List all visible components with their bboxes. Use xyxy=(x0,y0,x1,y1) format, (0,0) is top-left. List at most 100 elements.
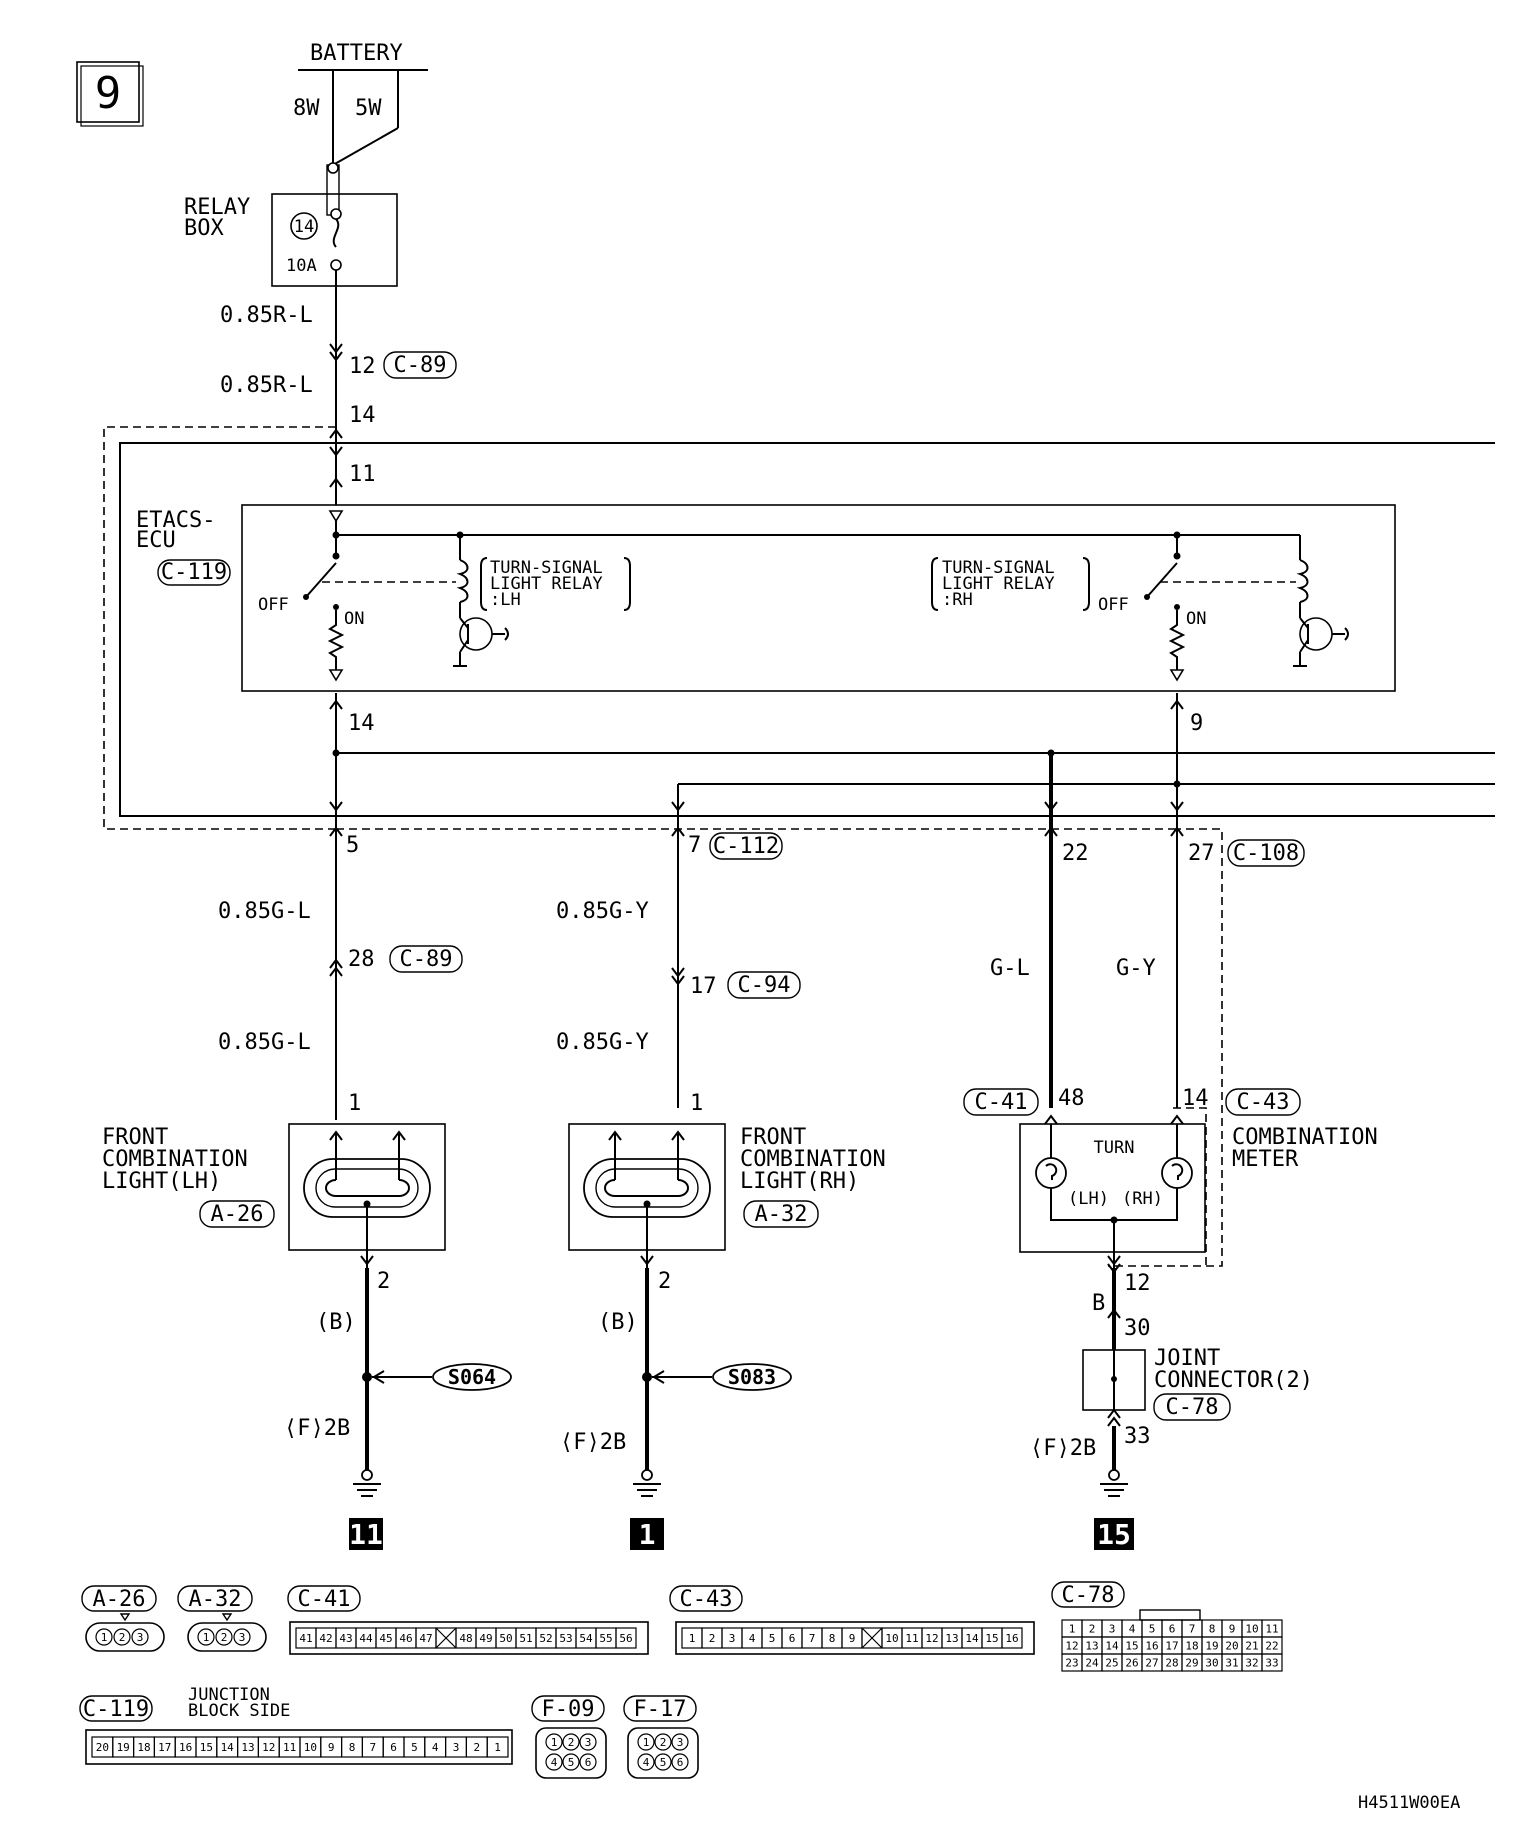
ground-point-1: 1 xyxy=(639,1518,656,1551)
pin-number: 17 xyxy=(1165,1640,1178,1653)
fuse-number: 14 xyxy=(294,217,314,237)
pin-circle xyxy=(579,1733,597,1751)
pin-number: 1 xyxy=(494,1741,501,1754)
pin-number: 5 xyxy=(568,1756,575,1769)
pin-number: 12 xyxy=(1065,1640,1078,1653)
splice-s083: S083 xyxy=(728,1365,776,1389)
page-number-box: 9 xyxy=(76,61,144,127)
pin-circle xyxy=(671,1753,689,1771)
lh-relay-label-1: TURN-SIGNAL xyxy=(490,558,603,578)
pin-number: 48 xyxy=(459,1632,472,1645)
drawing-code: H4511W00EA xyxy=(1358,1793,1460,1813)
pin-number: 28 xyxy=(1165,1657,1178,1670)
pin-number: 10 xyxy=(304,1741,317,1754)
pin-11: 11 xyxy=(349,462,376,487)
pin-number: 8 xyxy=(349,1741,356,1754)
pin-number: 4 xyxy=(1129,1623,1136,1636)
pin-28: 28 xyxy=(348,947,375,972)
pin-number: 15 xyxy=(1125,1640,1138,1653)
pin-circle xyxy=(562,1733,580,1751)
ecu-output-wires: 14 9 5 7 C-112 22 27 C-108 0.85G-L 0.85G… xyxy=(218,693,1305,1120)
main-feed-wire: 0.85R-L 12 C-89 0.85R-L 14 11 xyxy=(220,270,457,505)
connector-c89-lh: C-89 xyxy=(400,947,453,972)
joint-label-2: CONNECTOR(2) xyxy=(1154,1368,1313,1393)
pin-number: 1 xyxy=(1069,1623,1076,1636)
pin-number: 42 xyxy=(319,1632,332,1645)
connector-c43: C-43 xyxy=(1237,1090,1290,1115)
pin-number: 17 xyxy=(158,1741,171,1754)
front-lh-ground-wire: ⟨F⟩2B xyxy=(284,1416,350,1441)
c119-side-label-2: BLOCK SIDE xyxy=(188,1701,290,1721)
pin-number: 55 xyxy=(599,1632,612,1645)
pin-number: 3 xyxy=(239,1631,246,1644)
pin-cell xyxy=(615,1627,637,1649)
pin-number: 15 xyxy=(985,1632,998,1645)
pin-number: 2 xyxy=(568,1736,575,1749)
pin-number: 9 xyxy=(1229,1623,1236,1636)
front-lh-label-3: LIGHT(LH) xyxy=(102,1169,221,1194)
pin-number: 6 xyxy=(789,1632,796,1645)
front-lh-pin-2: 2 xyxy=(377,1269,390,1294)
c119-side-label-1: JUNCTION xyxy=(188,1685,270,1705)
pin-number: 33 xyxy=(1265,1657,1278,1670)
front-rh-wire-b: (B) xyxy=(598,1310,638,1335)
relay-box: RELAY BOX 14 10A xyxy=(184,193,398,287)
view-label-f09: F-09 xyxy=(542,1697,595,1722)
front-rh-label-3: LIGHT(RH) xyxy=(740,1169,859,1194)
wire-label-g-y: G-Y xyxy=(1116,956,1156,981)
pin-number: 14 xyxy=(1105,1640,1119,1653)
etacs-label-1: ETACS- xyxy=(136,508,215,533)
pin-number: 13 xyxy=(1085,1640,1098,1653)
pin-number: 1 xyxy=(643,1736,650,1749)
wire-label-g-l-lower: 0.85G-L xyxy=(218,1030,311,1055)
pin-number: 16 xyxy=(179,1741,192,1754)
pin-circle xyxy=(671,1733,689,1751)
pin-number: 16 xyxy=(1005,1632,1018,1645)
pin-number: 16 xyxy=(1145,1640,1158,1653)
pin-number: 1 xyxy=(101,1631,108,1644)
pin-number: 3 xyxy=(453,1741,460,1754)
pin-number: 12 xyxy=(262,1741,275,1754)
harness-frame xyxy=(103,426,1495,1267)
pin-circle xyxy=(579,1753,597,1771)
pin-number: 4 xyxy=(432,1741,439,1754)
pin-number: 26 xyxy=(1125,1657,1138,1670)
combination-meter: C-41 48 14 C-43 COMBINATION METER TURN (… xyxy=(963,1086,1378,1551)
view-label-c78: C-78 xyxy=(1062,1583,1115,1608)
pin-number: 20 xyxy=(1225,1640,1238,1653)
pin-5: 5 xyxy=(346,833,359,858)
pin-number: 7 xyxy=(809,1632,816,1645)
pin-number: 14 xyxy=(965,1632,979,1645)
connector-a32: A-32 xyxy=(755,1202,808,1227)
pin-number: 2 xyxy=(119,1631,126,1644)
pin-number: 6 xyxy=(677,1756,684,1769)
on-label-rh: ON xyxy=(1186,609,1206,629)
pin-circle xyxy=(654,1733,672,1751)
pin-number: 19 xyxy=(1205,1640,1218,1653)
wire-5w-label: 5W xyxy=(355,96,382,121)
pin-number: 53 xyxy=(559,1632,572,1645)
wire-label-g-l-upper: 0.85G-L xyxy=(218,899,311,924)
pin-48: 48 xyxy=(1058,1086,1085,1111)
pin-number: 56 xyxy=(619,1632,632,1645)
pin-cell xyxy=(486,1736,509,1758)
pin-number: 44 xyxy=(359,1632,373,1645)
front-combination-light-rh: FRONT COMBINATION LIGHT(RH) A-32 1 2 (B)… xyxy=(560,1091,886,1551)
view-label-a26: A-26 xyxy=(93,1587,146,1612)
on-label-lh: ON xyxy=(344,609,364,629)
battery-section: BATTERY 8W 5W xyxy=(293,41,428,216)
pin-number: 7 xyxy=(369,1741,376,1754)
rh-relay-label-3: :RH xyxy=(942,590,973,610)
pin-14-ecu-lh: 14 xyxy=(348,711,375,736)
rh-relay-label-2: LIGHT RELAY xyxy=(942,574,1055,594)
pin-circle xyxy=(197,1628,215,1646)
etacs-ecu: ETACS- ECU C-119 OFF ON TURN-SIGNAL LI xyxy=(136,504,1396,692)
off-label-lh: OFF xyxy=(258,595,289,615)
pin-number: 20 xyxy=(96,1741,109,1754)
front-lh-wire-b: (B) xyxy=(316,1310,356,1335)
